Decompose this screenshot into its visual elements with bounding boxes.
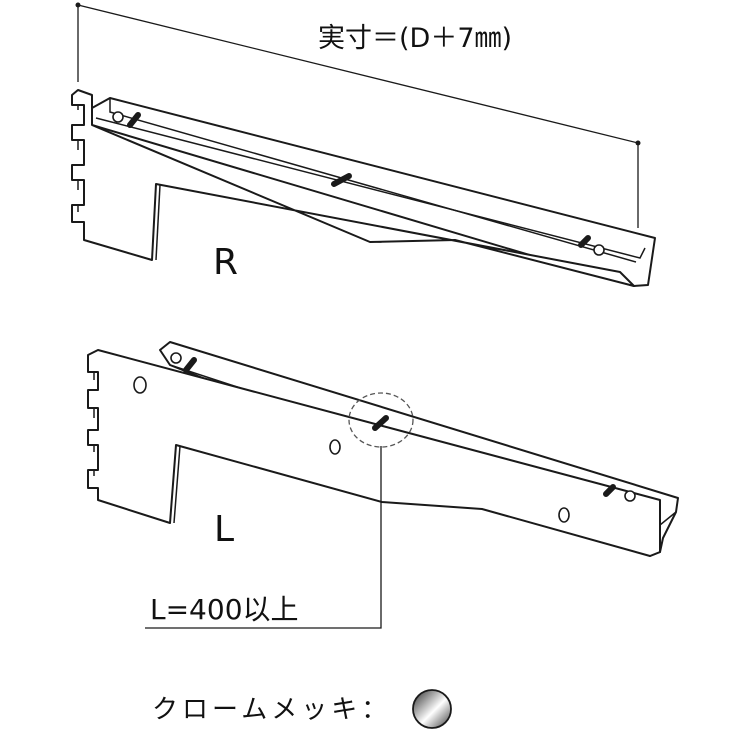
left-bracket-hole-3 (329, 439, 341, 455)
length-callout: L=400以上 (145, 392, 414, 629)
left-bracket-slot-3 (603, 484, 616, 497)
chrome-swatch-icon (412, 689, 452, 729)
finish-note: クロームメッキ： (152, 689, 452, 729)
left-bracket: L (87, 341, 679, 557)
right-bracket-hole-1 (112, 111, 124, 123)
dimension-label: 実寸＝(D＋7㎜) (318, 23, 512, 54)
finish-label: クロームメッキ： (152, 695, 391, 725)
right-bracket-edge (155, 184, 161, 261)
right-bracket-label: R (213, 242, 238, 283)
left-bracket-edge (173, 445, 181, 524)
callout-leader-line (145, 446, 382, 629)
left-bracket-slot-1 (183, 357, 197, 373)
left-bracket-body (87, 349, 661, 557)
right-bracket-slot-2 (331, 173, 352, 187)
right-bracket-slot-1 (127, 112, 141, 128)
right-bracket-slot-3 (578, 235, 591, 248)
right-bracket-hole-2 (593, 244, 605, 256)
callout-label: L=400以上 (150, 593, 299, 626)
right-bracket-fold-line-2 (109, 98, 637, 263)
dimension-endpoint-left (75, 2, 81, 8)
left-bracket-label: L (214, 509, 234, 550)
left-bracket-hole-2 (133, 376, 147, 394)
callout-highlight-circle (348, 392, 414, 448)
dimension-endpoint-right (635, 140, 641, 146)
right-bracket: R (71, 89, 656, 287)
left-bracket-hole-1 (170, 352, 182, 364)
left-bracket-hole-4 (624, 490, 636, 502)
dimension-line (77, 4, 639, 144)
left-bracket-hole-5 (558, 507, 570, 523)
right-bracket-body (71, 89, 635, 287)
right-bracket-fold-line (95, 117, 646, 259)
left-bracket-slot-2 (372, 415, 389, 431)
dimension-annotation: 実寸＝(D＋7㎜) (75, 2, 641, 228)
